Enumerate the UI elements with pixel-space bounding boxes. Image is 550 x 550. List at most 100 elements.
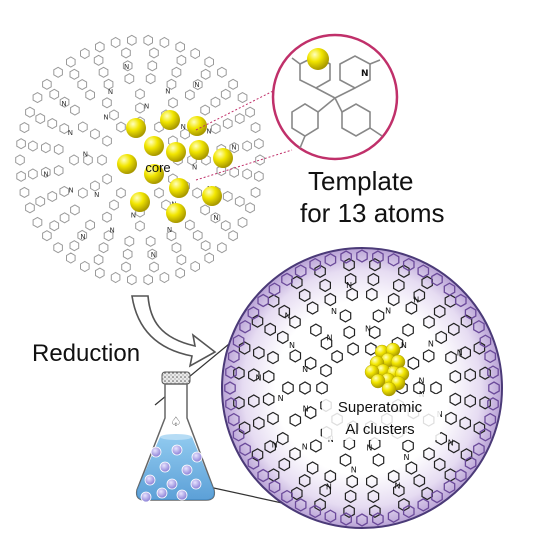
gold-atom [213, 148, 233, 168]
zoom-line-lower [195, 149, 293, 181]
dendrimer-ring [339, 453, 352, 467]
nitrogen-mark: N [272, 440, 278, 449]
dendrimer-ring [190, 47, 200, 60]
gold-atom [166, 142, 186, 162]
dendrimer-ring [176, 254, 187, 266]
dendrimer-ring [220, 220, 231, 232]
rim-ring [247, 456, 260, 470]
dendrimer-ring [368, 325, 381, 340]
rim-ring [487, 397, 499, 411]
bubble [150, 446, 162, 458]
superatomic-label-line1: Superatomic [338, 399, 423, 416]
rim-ring [464, 306, 477, 320]
al-atom [381, 381, 397, 397]
nitrogen-mark: N [327, 334, 333, 343]
dendrimer-ring [278, 457, 291, 472]
rim-ring [487, 365, 499, 379]
dendrimer-ring [402, 439, 414, 453]
rim-ring [324, 253, 337, 267]
dendrimer-ring [245, 106, 255, 118]
dendrimer-ring [289, 349, 302, 363]
dendrimer-ring [464, 368, 476, 382]
dendrimer-ring [347, 342, 359, 356]
dendrimer-ring [367, 489, 380, 504]
nitrogen-mark: N [326, 483, 332, 492]
dendrimer-ring [291, 486, 303, 501]
rim-ring [294, 264, 307, 278]
dendrimer-ring [233, 366, 245, 380]
superatomic-sphere: NNNNNNNNNNNNNNNNNNNNNNNNNNNN Superatomic… [221, 247, 503, 529]
dendrimer-ring [217, 66, 227, 78]
rim-ring [225, 397, 237, 411]
dendrimer-ring [70, 104, 80, 116]
dendrimer-ring [85, 219, 95, 231]
dendrimer-ring [78, 187, 88, 199]
dendrimer-ring [69, 68, 80, 80]
bubble [159, 461, 171, 473]
dendrimer-ring [143, 274, 153, 286]
reduction-label: Reduction [32, 340, 140, 367]
dendrimer-ring [98, 242, 109, 254]
rim-ring [268, 480, 281, 494]
tetraphenyl-molecule [291, 55, 383, 149]
rim-ring [473, 442, 485, 457]
bubble [166, 478, 178, 490]
dendrimer-ring [346, 474, 358, 489]
rim-ring [225, 365, 237, 379]
gold-atom [144, 136, 164, 156]
dendrimer-ring [343, 504, 355, 518]
dendrimer-ring [339, 309, 352, 323]
rim-ring [431, 489, 443, 504]
dendrimer-ring [59, 96, 70, 108]
dendrimer-ring [459, 346, 471, 360]
dendrimer-ring [145, 235, 156, 247]
dendrimer-ring [310, 439, 322, 453]
rim-ring [443, 480, 456, 494]
dendrimer-structure: NNNNNNNNNNNNNNNNNNNNNNNNNNNN [224, 249, 500, 527]
template-title-line1: Template [308, 166, 414, 196]
dendrimer-ring [220, 88, 231, 100]
dendrimer-ring [459, 416, 471, 430]
rim-ring [340, 512, 352, 526]
dendrimer-ring [366, 474, 378, 489]
dendrimer-ring [149, 261, 159, 273]
nitrogen-mark: N [68, 129, 73, 137]
dendrimer-ring [282, 381, 294, 395]
gold-atom [166, 203, 186, 223]
dendrimer-ring [413, 288, 426, 302]
rim-ring [431, 272, 443, 287]
dendrimer-ring [204, 56, 214, 68]
dendrimer-ring [464, 394, 476, 408]
dendrimer-ring [407, 356, 420, 370]
nitrogen-mark: N [144, 102, 149, 110]
rim-ring [417, 498, 430, 512]
erlenmeyer-flask-icon: ♤ [135, 371, 216, 503]
dendrimer-ring [254, 170, 264, 182]
template-title-line2: for 13 atoms [300, 198, 445, 228]
dendrimer-ring [344, 272, 357, 287]
nitrogen-mark: N [151, 251, 156, 259]
dendrimer-ring [135, 102, 145, 114]
dendrimer-ring [299, 381, 311, 395]
dendrimer-ring [320, 336, 333, 351]
dendrimer-ring [147, 248, 158, 260]
dendrimer-ring [90, 128, 100, 140]
dendrimer-ring [277, 330, 289, 345]
dendrimer-ring [135, 220, 145, 232]
dendrimer-ring [192, 79, 203, 91]
dendrimer-ring [310, 323, 322, 337]
rim-ring [356, 249, 368, 263]
dendrimer-ring [200, 68, 211, 80]
nitrogen-mark: N [366, 444, 372, 453]
dendrimer-ring [28, 168, 38, 180]
bubble [191, 451, 203, 463]
dendrimer-ring [254, 138, 264, 150]
nitrogen-mark: N [108, 88, 113, 96]
al-atom [370, 373, 386, 389]
dendrimer-ring [372, 309, 385, 323]
dendrimer-ring [93, 254, 104, 266]
rim-ring [484, 412, 497, 427]
dendrimer-ring [366, 287, 378, 302]
dendrimer-ring [122, 248, 133, 260]
